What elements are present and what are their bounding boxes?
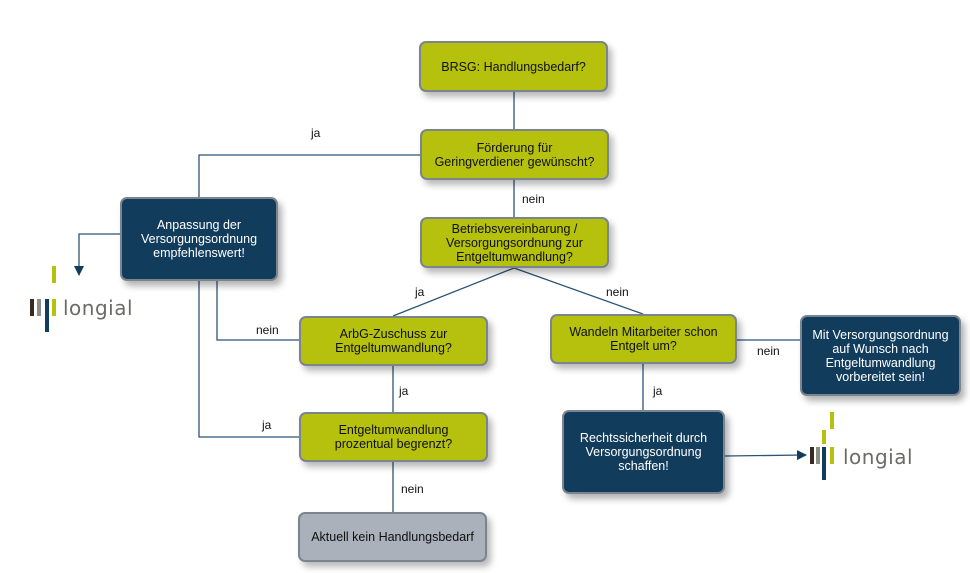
node-mit-versorgungsordnung: Mit Versorgungsordnung auf Wunsch nach E… <box>800 315 961 396</box>
logo-bar-lime-mid <box>52 299 56 316</box>
edge-arbg-anpassung <box>216 281 299 341</box>
node-brsg-handlungsbedarf: BRSG: Handlungsbedarf? <box>419 41 608 92</box>
edge-foerderung-anpassung <box>198 154 420 197</box>
label-nein-arbg: nein <box>256 323 279 337</box>
node-aktuell-kein-handlungsbedarf: Aktuell kein Handlungsbedarf <box>298 512 487 562</box>
label-ja-betriebsvereinbarung: ja <box>415 285 425 299</box>
logo-bar-dark-brown <box>30 299 34 316</box>
longial-logo-right: longial <box>810 412 920 482</box>
logo-bar-dark-brown <box>810 447 814 464</box>
logo-bar-lime <box>52 266 56 283</box>
logo-bar-navy <box>45 299 49 332</box>
longial-logo-left: longial <box>30 266 140 336</box>
label-ja-foerderung: ja <box>311 126 321 140</box>
logo-bar-grey <box>37 299 41 316</box>
node-arbg-zuschuss: ArbG-Zuschuss zur Entgeltumwandlung? <box>299 316 488 366</box>
edge-betriebsvereinbarung-arbg <box>392 267 515 317</box>
edge-anpassung-logo-left <box>74 233 120 276</box>
edge-betriebsvereinbarung-wandeln <box>513 267 644 315</box>
logo-bar-lime-mid <box>822 430 826 444</box>
label-nein-betriebsvereinbarung: nein <box>606 285 629 299</box>
logo-bar-lime <box>830 412 834 429</box>
edge-rechtssicherheit-logo-right <box>724 450 807 461</box>
label-ja-wandeln: ja <box>653 384 663 398</box>
label-nein-begrenzt: nein <box>401 482 424 496</box>
node-betriebsvereinbarung: Betriebsvereinbarung / Versorgungsordnun… <box>420 217 609 268</box>
logo-bar-navy <box>822 447 826 480</box>
logo-wordmark-left: longial <box>63 296 134 320</box>
node-foerderung-geringverdiener: Förderung für Geringverdiener gewünscht? <box>420 129 609 180</box>
node-rechtssicherheit: Rechtssicherheit durch Versorgungsordnun… <box>562 410 725 494</box>
logo-bar-lime-low <box>830 447 834 464</box>
node-anpassung-versorgungsordnung: Anpassung der Versorgungsordnung empfehl… <box>120 197 278 281</box>
edge-begrenzt-anpassung <box>198 281 299 438</box>
label-nein-foerderung: nein <box>522 192 545 206</box>
label-ja-arbg: ja <box>399 384 409 398</box>
node-entgeltumwandlung-begrenzt: Entgeltumwandlung prozentual begrenzt? <box>299 412 488 462</box>
label-ja-begrenzt: ja <box>262 418 272 432</box>
logo-wordmark-right: longial <box>843 445 914 469</box>
label-nein-wandeln: nein <box>757 344 780 358</box>
logo-bar-grey <box>816 447 820 464</box>
node-wandeln-mitarbeiter: Wandeln Mitarbeiter schon Entgelt um? <box>550 314 737 364</box>
